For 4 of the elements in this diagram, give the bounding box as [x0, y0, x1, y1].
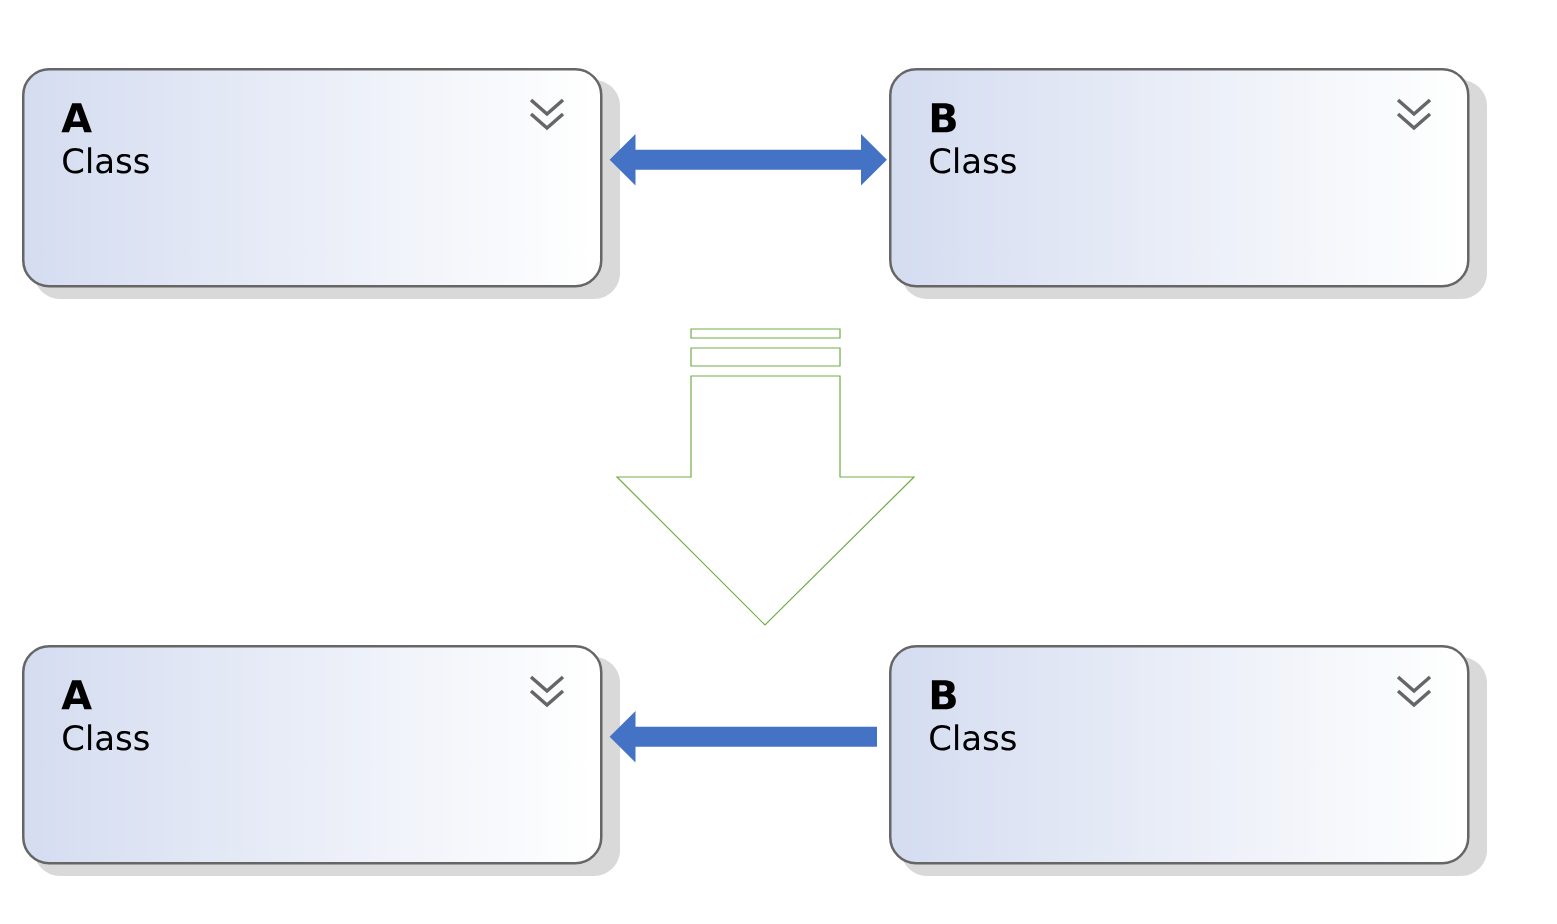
class-box: B Class — [889, 645, 1487, 876]
class-box: B Class — [889, 68, 1487, 299]
class-box: A Class — [22, 68, 620, 299]
class-box: A Class — [22, 645, 620, 876]
